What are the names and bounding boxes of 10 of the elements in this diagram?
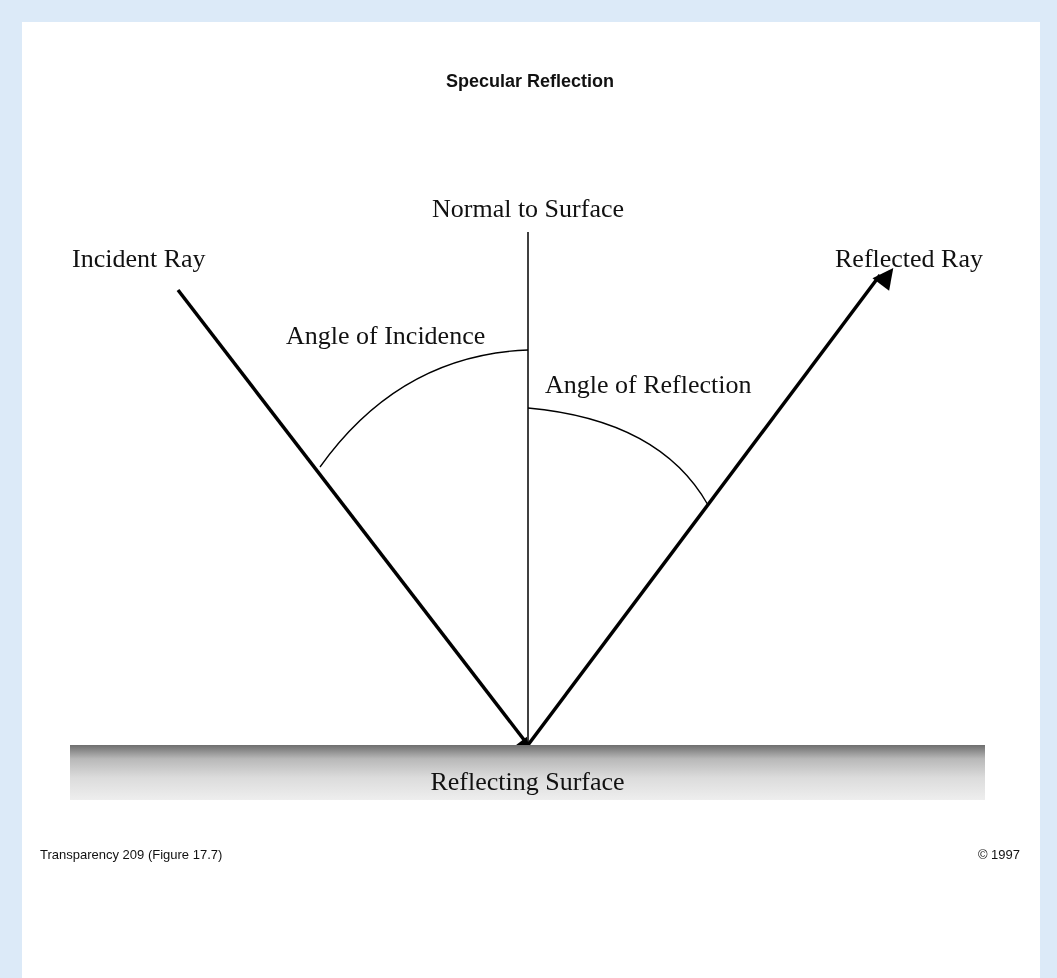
angle-label: Angle of Reflection bbox=[545, 372, 752, 398]
ray-label: Incident Ray bbox=[72, 246, 206, 272]
normal-label: Normal to Surface bbox=[418, 196, 638, 222]
title: Specular Reflection bbox=[444, 72, 615, 90]
copyright-note: © 1997 bbox=[977, 848, 1020, 861]
surface-band: Reflecting Surface bbox=[70, 745, 985, 800]
angle-label: Angle of Incidence bbox=[286, 323, 486, 349]
figure-number: Transparency 209 (Figure 17.7) bbox=[40, 848, 223, 861]
ray-arrow bbox=[526, 267, 894, 747]
ray-label: Reflected Ray bbox=[835, 246, 983, 272]
